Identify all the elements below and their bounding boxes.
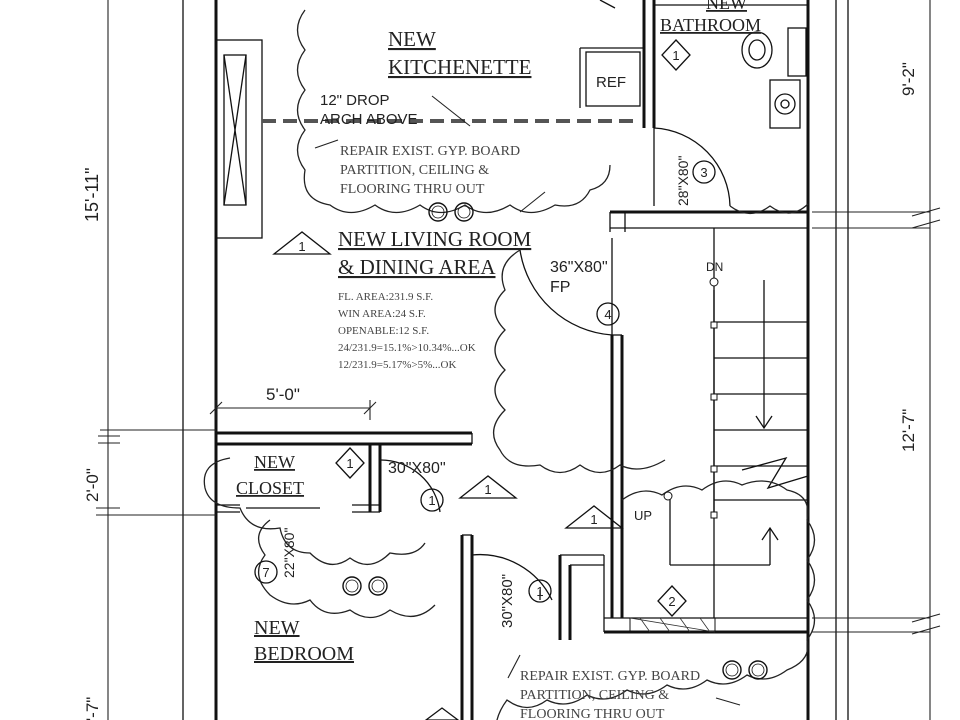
revision-cloud-kitchen <box>296 9 611 214</box>
dim-left-top: 15'-11" <box>82 167 102 222</box>
tag-diamond-stair: 2 <box>657 585 687 617</box>
living-label-line1: NEW LIVING ROOM <box>338 227 532 251</box>
fp-door-swing <box>519 249 613 336</box>
closet-label-line1: NEW <box>254 452 295 472</box>
svg-text:1: 1 <box>428 493 435 508</box>
smoke-detector-icon <box>722 660 768 680</box>
living-label-line2: & DINING AREA <box>338 255 496 279</box>
svg-text:2: 2 <box>668 594 675 609</box>
dim-right-top: 9'-2" <box>899 62 918 96</box>
revision-cloud-living <box>493 249 666 474</box>
kitchen-bath-walls <box>579 0 808 232</box>
kitchenette-label-line1: NEW <box>388 27 436 51</box>
stair-post-icon <box>663 491 673 501</box>
dim-left-bottom: 12'-7" <box>83 697 102 720</box>
bath-door-size: 28"X80" <box>675 156 691 206</box>
stair-post-icon <box>709 277 719 287</box>
dim-closet-width: 5'-0" <box>266 385 300 404</box>
dim-right-mid: 12'-7" <box>899 409 918 452</box>
revision-cloud-bath <box>729 203 809 215</box>
svg-text:1: 1 <box>672 48 679 63</box>
repair-note-top-line1: REPAIR EXIST. GYP. BOARD <box>340 144 520 159</box>
svg-text:4: 4 <box>604 307 611 322</box>
revision-cloud-closet <box>203 457 426 565</box>
repair-note-top-line2: PARTITION, CEILING & <box>340 163 489 178</box>
tag-circle-1-bedroom: 1 <box>528 579 552 603</box>
drop-arch-note-line1: 12" DROP <box>320 92 390 109</box>
fp-door-size-label: 36"X80" <box>550 259 608 276</box>
bedroom-closet-door-size: 22"X80" <box>281 528 297 578</box>
area-note-fl: FL. AREA:231.9 S.F. <box>338 291 433 303</box>
svg-text:1: 1 <box>298 239 305 254</box>
tag-diamond-closet: 1 <box>335 447 365 479</box>
bathroom-label-line2: BATHROOM <box>660 15 761 35</box>
repair-note-bottom-line3: FLOORING THRU OUT <box>520 707 665 720</box>
stair-dn-label: DN <box>706 260 723 274</box>
tag-triangle-closet: 1 <box>458 475 518 499</box>
closet-walls <box>216 431 473 513</box>
revision-cloud-stair <box>496 480 816 720</box>
svg-text:1: 1 <box>484 482 491 497</box>
bedroom-walls <box>460 534 605 720</box>
revision-cloud-bedroom <box>258 519 436 619</box>
closet-label-line2: CLOSET <box>236 478 304 498</box>
fp-door-tag-label: FP <box>550 279 570 296</box>
tag-triangle-living: 1 <box>272 231 332 255</box>
repair-note-bottom-line1: REPAIR EXIST. GYP. BOARD <box>520 669 700 684</box>
kitchenette-label-line2: KITCHENETTE <box>388 55 531 79</box>
closet-door-size: 30"X80" <box>388 460 446 477</box>
svg-text:3: 3 <box>700 165 707 180</box>
area-note-openable: OPENABLE:12 S.F. <box>338 325 429 337</box>
tag-diamond-bath: 1 <box>661 39 691 71</box>
ref-label: REF <box>596 74 626 91</box>
window <box>215 39 263 239</box>
tag-triangle-bottom <box>424 707 460 720</box>
leader-lines <box>314 95 741 706</box>
tag-circle-4: 4 <box>596 302 620 326</box>
tag-circle-7: 7 <box>254 560 278 584</box>
svg-text:7: 7 <box>262 565 269 580</box>
area-note-calc2: 12/231.9=5.17%>5%...OK <box>338 359 456 371</box>
smoke-detector-icon <box>342 576 388 596</box>
repair-note-top-line3: FLOORING THRU OUT <box>340 182 485 197</box>
repair-note-bottom-line2: PARTITION, CEILING & <box>520 688 669 703</box>
smoke-detector-icon <box>428 202 474 222</box>
svg-text:1: 1 <box>346 456 353 471</box>
stair-core <box>604 228 809 634</box>
tag-circle-1-closet: 1 <box>420 488 444 512</box>
dim-left-mid: 2'-0" <box>83 468 102 502</box>
dimension-lines <box>96 0 941 720</box>
bedroom-door-size: 30"X80" <box>499 574 516 628</box>
bedroom-label-line2: BEDROOM <box>254 643 354 665</box>
svg-text:1: 1 <box>536 584 543 599</box>
bedroom-label-line1: NEW <box>254 617 300 639</box>
stair-up-label: UP <box>634 508 652 523</box>
tag-triangle-stair: 1 <box>564 505 624 529</box>
area-note-win: WIN AREA:24 S.F. <box>338 308 426 320</box>
area-note-calc1: 24/231.9=15.1%>10.34%...OK <box>338 342 476 354</box>
drop-arch-note-line2: ARCH ABOVE <box>320 111 418 128</box>
svg-text:1: 1 <box>590 512 597 527</box>
bathroom-label-line1: NEW <box>706 0 747 13</box>
tag-circle-3: 3 <box>692 160 716 184</box>
